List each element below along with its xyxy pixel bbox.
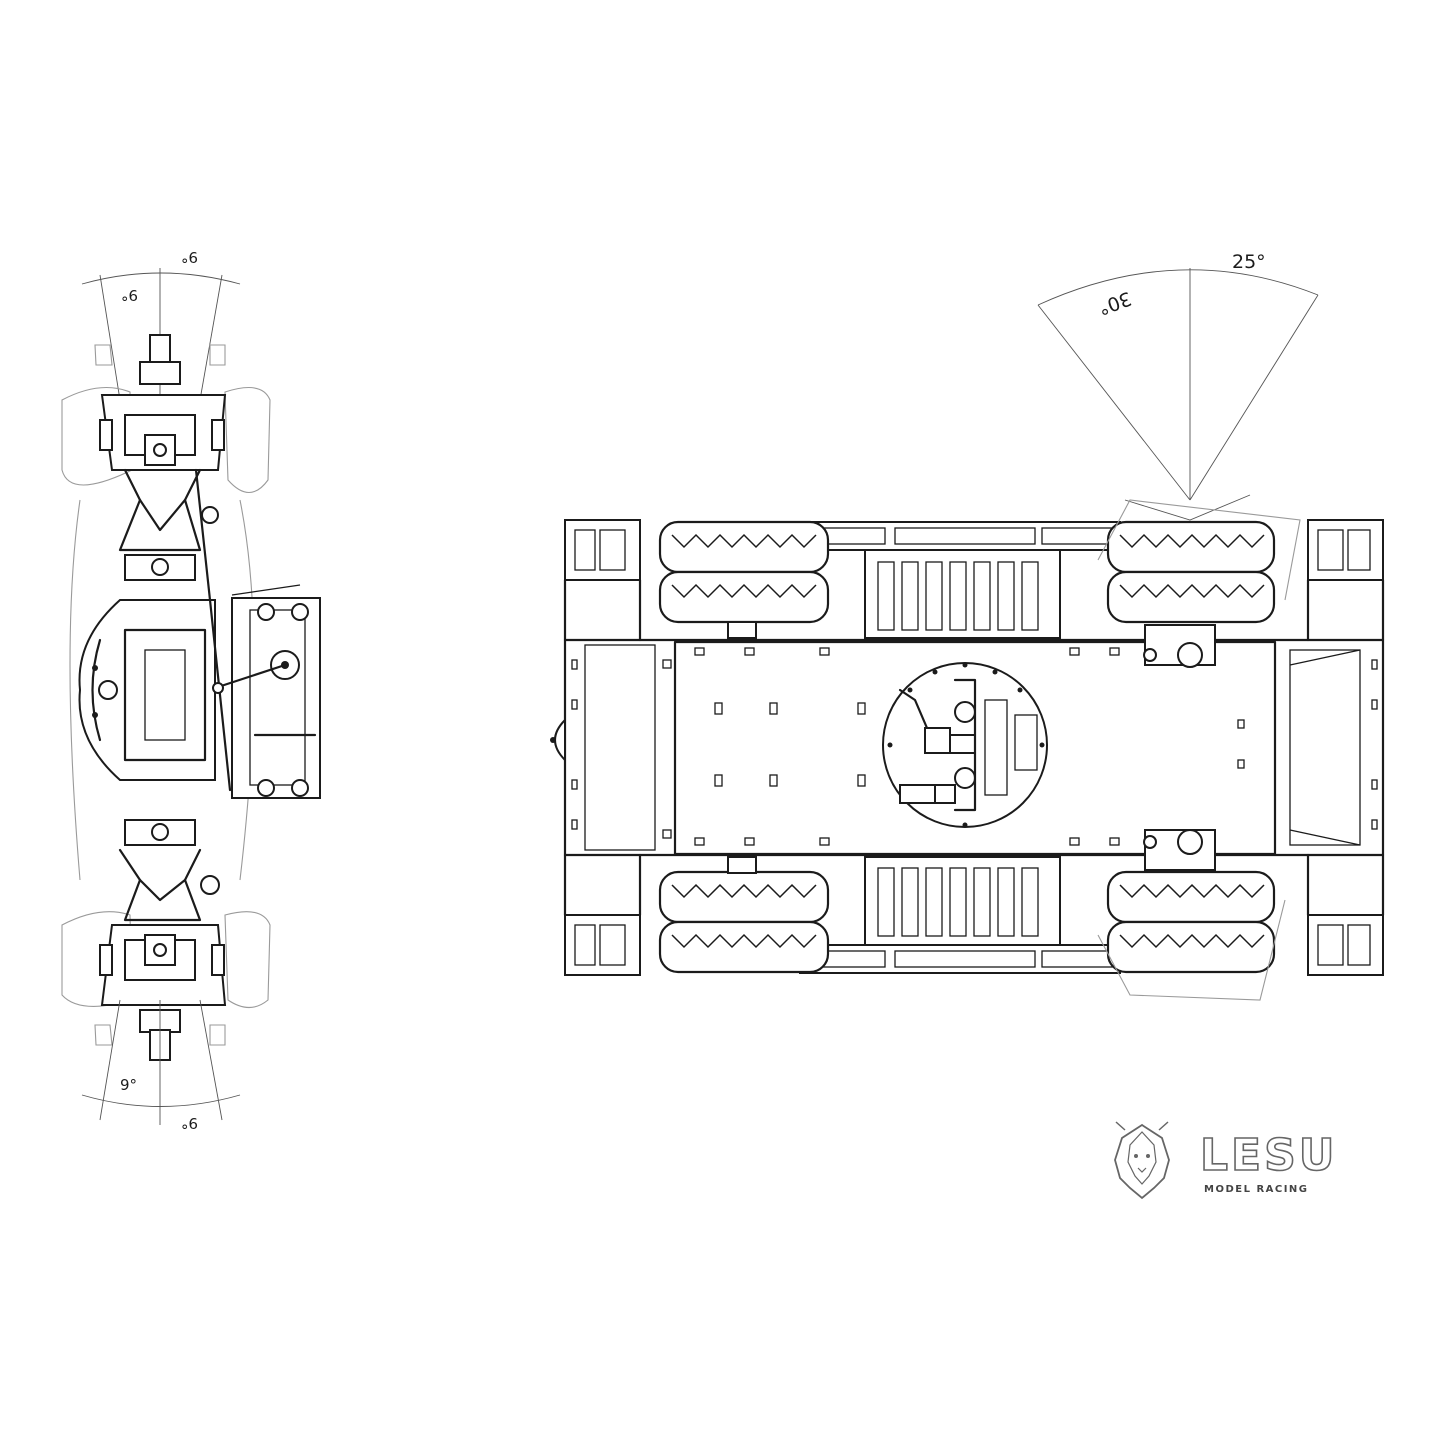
- steering-angle-fan: 30° 25°: [1037, 251, 1319, 521]
- outrigger-pads: [564, 519, 1384, 976]
- top-angle-dimension: 9° 9°: [81, 248, 241, 401]
- top-angle-inner-label: 9°: [121, 286, 138, 304]
- center-driveline-cutout: [882, 662, 1048, 828]
- lion-head-icon: [1114, 1121, 1170, 1200]
- steering-knuckles: [727, 621, 1216, 874]
- tires: [658, 499, 1301, 1001]
- tire-rear-right-outer: [1106, 920, 1276, 974]
- steering-servo: [231, 597, 321, 799]
- floor-plate-holes: [662, 647, 1245, 846]
- tire-rear-left-inner: [658, 870, 830, 924]
- frame-bolt-rows: [571, 659, 1378, 830]
- steer-angle-left-label: 30°: [1095, 287, 1134, 319]
- chassis-frame: [550, 578, 1385, 917]
- top-vent-panel: [864, 549, 1061, 639]
- steer-angle-right-label: 25°: [1232, 251, 1266, 273]
- tire-front-left-outer: [658, 520, 830, 574]
- chassis-top-view: 30° 25°: [550, 251, 1385, 1001]
- bottom-angle-dimension: 9° 9°: [81, 999, 241, 1132]
- tire-rear-left-outer: [658, 920, 830, 974]
- top-angle-outer-label: 9°: [181, 248, 198, 266]
- brand-logo: LESU MODEL RACING: [1114, 1121, 1338, 1200]
- front-axle-view: 9° 9°: [61, 248, 321, 1132]
- bottom-vent-panel: [864, 856, 1061, 946]
- bottom-angle-outer-label: 9°: [181, 1114, 198, 1132]
- axle-housing: [78, 334, 321, 1061]
- tire-front-right-inner: [1106, 570, 1276, 624]
- tire-front-left-inner: [658, 570, 830, 624]
- bottom-angle-inner-label: 9°: [120, 1076, 137, 1094]
- brand-name: LESU: [1200, 1130, 1338, 1181]
- brand-tagline: MODEL RACING: [1204, 1184, 1309, 1195]
